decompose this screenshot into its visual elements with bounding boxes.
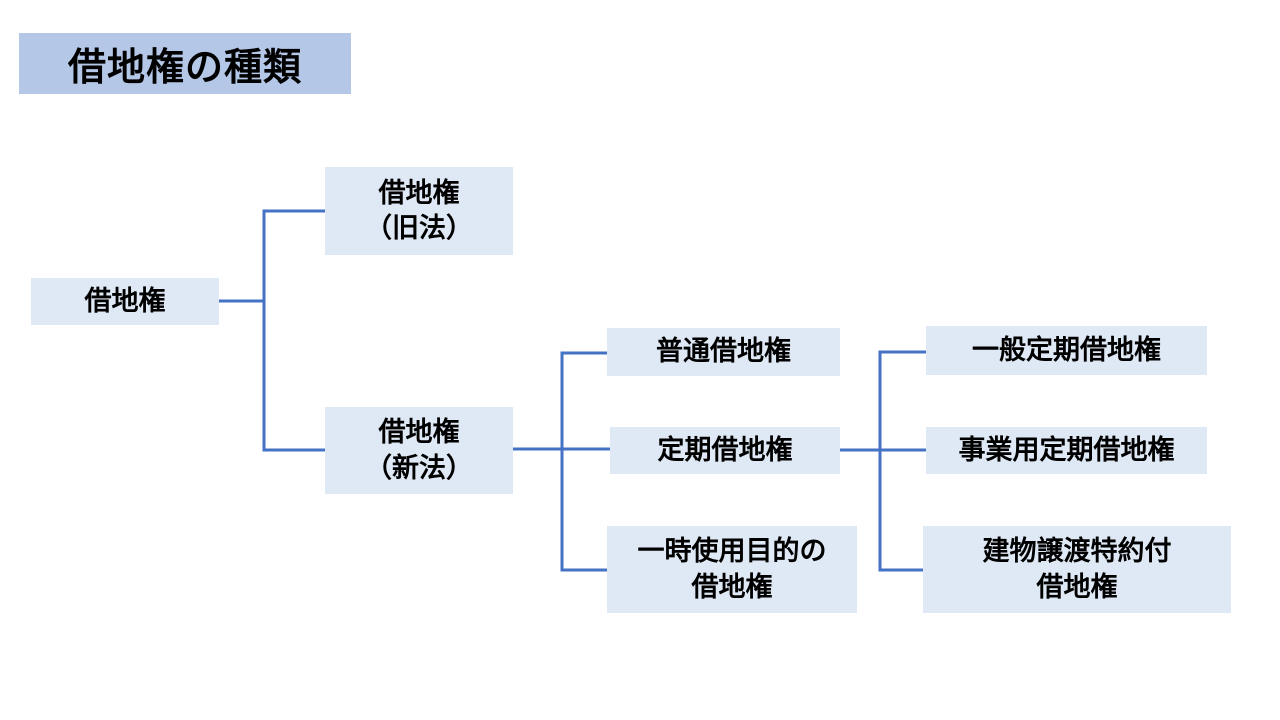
- node-fixed-term: 定期借地権: [610, 427, 840, 474]
- node-new-law-line2: （新法）: [365, 452, 473, 484]
- node-temporary-line1: 一時使用目的の: [637, 536, 827, 568]
- node-new-law: 借地権 （新法）: [325, 407, 513, 494]
- node-root-label: 借地権: [84, 285, 166, 317]
- node-old-law: 借地権 （旧法）: [325, 167, 513, 255]
- page-title: 借地権の種類: [67, 45, 302, 89]
- node-temporary-line2: 借地権: [691, 571, 773, 603]
- node-regular: 普通借地権: [607, 328, 840, 376]
- node-fixed-term-label: 定期借地権: [657, 434, 793, 466]
- node-building-transfer-line2: 借地権: [1036, 571, 1118, 603]
- node-root: 借地権: [31, 278, 219, 325]
- node-general-fixed: 一般定期借地権: [926, 326, 1207, 375]
- node-new-law-line1: 借地権: [378, 417, 460, 449]
- node-old-law-line1: 借地権: [378, 177, 460, 209]
- node-regular-label: 普通借地権: [656, 336, 791, 368]
- node-building-transfer: 建物譲渡特約付 借地権: [923, 526, 1231, 613]
- node-temporary: 一時使用目的の 借地権: [607, 526, 857, 613]
- node-building-transfer-line1: 建物譲渡特約付: [982, 536, 1172, 568]
- node-business-fixed: 事業用定期借地権: [926, 427, 1207, 474]
- node-general-fixed-label: 一般定期借地権: [972, 334, 1161, 366]
- node-old-law-line2: （旧法）: [365, 213, 473, 244]
- page-title-box: 借地権の種類: [19, 33, 351, 94]
- node-business-fixed-label: 事業用定期借地権: [958, 434, 1175, 466]
